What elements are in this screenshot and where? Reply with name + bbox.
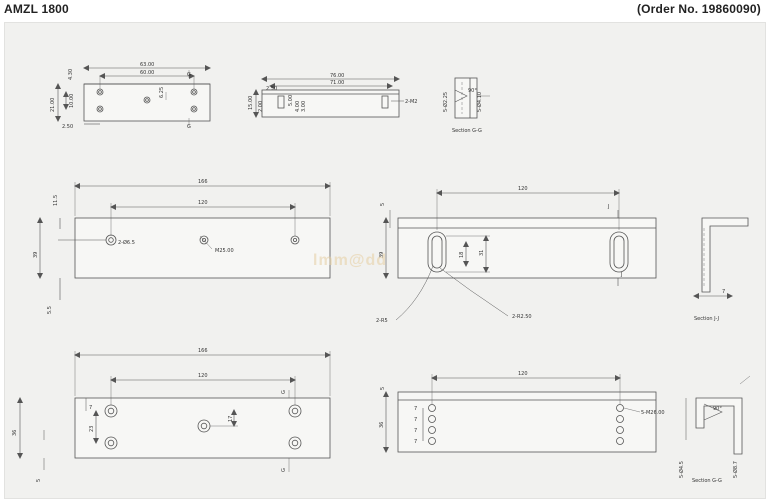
ms-dim: 7 bbox=[722, 289, 725, 295]
mr-t: 5 bbox=[380, 203, 386, 206]
mr-radius-2: 2-R2.50 bbox=[512, 314, 532, 320]
bs-angle: 90° bbox=[713, 406, 722, 412]
ml-t1: 11.5 bbox=[53, 195, 59, 206]
mr-section-j-bottom: J bbox=[620, 272, 622, 278]
bl-v3: 17 bbox=[228, 416, 234, 422]
ml-spacing: 120 bbox=[198, 200, 208, 206]
tr-dim-2-25: 5-Ø2.25 bbox=[442, 92, 449, 112]
tl-dim-2-50: 2.50 bbox=[62, 124, 73, 130]
top-right-section bbox=[454, 77, 490, 119]
ms-section-label: Section J-J bbox=[694, 316, 719, 322]
top-middle-view bbox=[253, 76, 404, 118]
middle-section-view bbox=[693, 217, 749, 299]
bl-spacing: 120 bbox=[198, 373, 208, 379]
bl-section-mark-top: G bbox=[281, 390, 287, 394]
ml-t2: 5.5 bbox=[47, 306, 53, 314]
bl-v1: 7 bbox=[89, 405, 92, 411]
top-left-view bbox=[55, 65, 211, 126]
middle-left-view bbox=[37, 182, 331, 300]
bl-section-mark-bottom: G bbox=[281, 468, 287, 472]
br-height: 36 bbox=[379, 422, 385, 428]
watermark: lmm@dd bbox=[313, 252, 388, 269]
bl-height: 36 bbox=[12, 430, 18, 436]
br-t: 5 bbox=[380, 387, 386, 390]
bs-section-label: Section G-G bbox=[692, 478, 722, 484]
bs-dim-1: 5-Ø4.5 bbox=[678, 461, 685, 478]
bottom-section-view bbox=[685, 375, 751, 455]
tl-section-mark-top: G bbox=[187, 72, 191, 78]
tr-dim-4-10: 5-Ø4.10 bbox=[476, 92, 483, 112]
mr-height: 39 bbox=[379, 252, 385, 258]
tm-thread-label: 2-M2 bbox=[405, 99, 417, 105]
tm-dim-71: 71.00 bbox=[330, 80, 344, 86]
mr-slot-width: 18 bbox=[459, 252, 465, 258]
tl-dim-21: 21.00 bbox=[50, 98, 56, 112]
ml-height: 39 bbox=[33, 252, 39, 258]
middle-right-view bbox=[383, 189, 657, 321]
tm-dim-4: 4.00 bbox=[295, 101, 301, 112]
br-pitch-2: 7 bbox=[414, 417, 417, 423]
tr-angle: 90° bbox=[468, 88, 477, 94]
bottom-right-view bbox=[383, 374, 657, 453]
mr-slot-height: 31 bbox=[479, 250, 485, 256]
tm-dim-15: 15.00 bbox=[248, 96, 254, 110]
bs-dim-2: 5-Ø8.7 bbox=[732, 461, 739, 478]
mr-section-j-top: J bbox=[607, 204, 609, 210]
bl-overall: 166 bbox=[198, 348, 208, 354]
tm-dim-3: 3.00 bbox=[301, 101, 307, 112]
ml-hole-label: 2-Ø6.5 bbox=[118, 239, 135, 246]
br-pitch-4: 7 bbox=[414, 439, 417, 445]
model-title: AMZL 1800 bbox=[4, 2, 69, 16]
document-header: AMZL 1800 (Order No. 19860090) bbox=[0, 0, 767, 22]
br-pitch-1: 7 bbox=[414, 406, 417, 412]
bl-v2: 23 bbox=[89, 426, 95, 432]
br-spacing: 120 bbox=[518, 371, 528, 377]
order-number: (Order No. 19860090) bbox=[636, 2, 761, 16]
ml-thread-label: M25.00 bbox=[215, 248, 234, 254]
bl-t: 5 bbox=[36, 479, 42, 482]
br-pitch-3: 7 bbox=[414, 428, 417, 434]
tr-section-label: Section G-G bbox=[452, 128, 482, 134]
br-thread-label: 5-M26.00 bbox=[641, 410, 665, 416]
tl-dim-4-30: 4.30 bbox=[68, 69, 74, 80]
mr-spacing: 120 bbox=[518, 186, 528, 192]
tl-dim-60: 60.00 bbox=[140, 70, 154, 76]
bottom-left-view bbox=[17, 351, 331, 472]
mr-radius-1: 2-R5 bbox=[376, 318, 388, 324]
tm-dim-2-50: 2.50 bbox=[266, 86, 277, 92]
tm-dim-2: 2.00 bbox=[258, 101, 264, 112]
tl-section-mark-bottom: G bbox=[187, 124, 191, 130]
tm-dim-76: 76.00 bbox=[330, 73, 344, 79]
tl-dim-6-25: 6.25 bbox=[159, 87, 165, 98]
tl-dim-63: 63.00 bbox=[140, 62, 154, 68]
ml-overall: 166 bbox=[198, 179, 208, 185]
tm-dim-5: 5.00 bbox=[288, 95, 294, 106]
tl-dim-10: 10.00 bbox=[69, 94, 75, 108]
